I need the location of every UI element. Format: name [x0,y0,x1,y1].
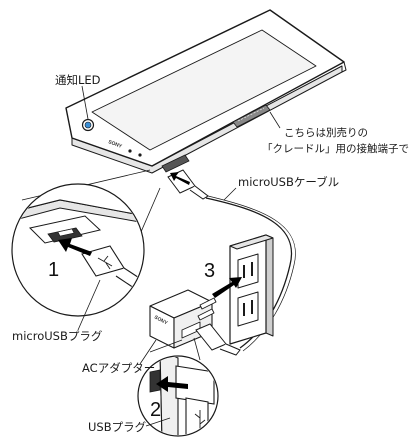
phone-brand-mark: SONY [107,139,123,150]
cable-leader-line [223,187,237,201]
microusb-cable-label: microUSBケーブル [238,175,339,189]
usbplug-leader-line [145,417,171,427]
step-2-number: 2 [150,399,161,421]
led-leader-line [81,85,89,120]
usb-symbol-icon [97,255,113,270]
cradle-leader-line [269,111,281,129]
notification-led-icon [81,118,95,132]
usb-plug-small-icon [195,323,241,356]
ac-adapter-icon [149,289,217,349]
microusb-port-icon [161,154,190,173]
notify-led-label: 通知LED [55,73,101,87]
cradle-note-line1: こちらは別売りの [284,126,368,139]
step1-arrow-icon [58,238,92,256]
adapter-leader-line [139,339,157,365]
step-3-number: 3 [204,260,215,282]
zoom-circle-microusb [11,183,145,317]
zoom-leader-line [193,337,201,361]
usb-symbol-icon [194,410,206,430]
cradle-contact-icon [232,104,271,128]
step-1-number: 1 [48,259,59,281]
step3-arrow-icon [212,277,242,298]
plug-leader-line [77,279,101,331]
ac-adapter-label: ACアダプター [82,361,155,375]
cradle-note-line2: 「クレードル」用の接触端子です。 [262,142,410,155]
zoom-leader-line [149,339,183,353]
phone-device-icon [65,9,347,174]
usb-plug-label: USBプラグ [88,420,147,434]
microusb-plug-label: microUSBプラグ [12,329,103,343]
wall-outlet-icon [229,234,274,345]
plug-in-arrow-icon [170,172,190,185]
step2-arrow-icon [156,376,188,392]
